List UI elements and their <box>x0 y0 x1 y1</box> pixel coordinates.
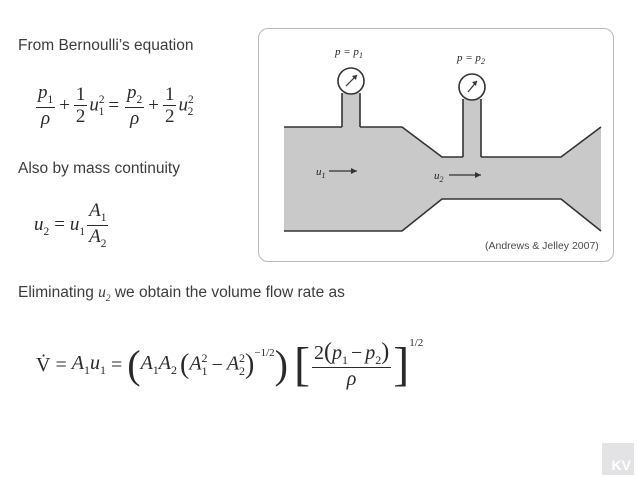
kv-logo: KV <box>602 443 634 475</box>
label-p-equals-p2: p = p2 <box>456 52 485 66</box>
label-p-equals-p1: p = p1 <box>334 46 363 60</box>
label-u2: u2 <box>434 170 444 184</box>
figure-citation: (Andrews & Jelley 2007) <box>485 240 599 252</box>
heading-flow-rate: Eliminating u2 we obtain the volume flow… <box>18 284 345 305</box>
venturi-figure: p = p1 p = p2 u1 u2 <box>258 28 614 262</box>
flow-rate-equation: V̇ = A1u1 = ( A1A2 ( A21 − A22 ) −1/2 ) … <box>36 337 424 391</box>
gauge-2-tube <box>463 99 481 159</box>
pipe-body <box>284 127 601 231</box>
pipe-bottom-wall <box>284 198 602 232</box>
pipe-top-wall <box>284 126 602 158</box>
heading-bernoulli: From Bernoulli’s equation <box>18 37 194 54</box>
pressure-term: 2(p1−p2)ρ <box>311 338 392 391</box>
heading-continuity: Also by mass continuity <box>18 160 180 177</box>
gauge-1-tube <box>342 93 360 129</box>
label-u1: u1 <box>316 166 326 180</box>
venturi-diagram: p = p1 p = p2 u1 u2 <box>284 46 602 232</box>
